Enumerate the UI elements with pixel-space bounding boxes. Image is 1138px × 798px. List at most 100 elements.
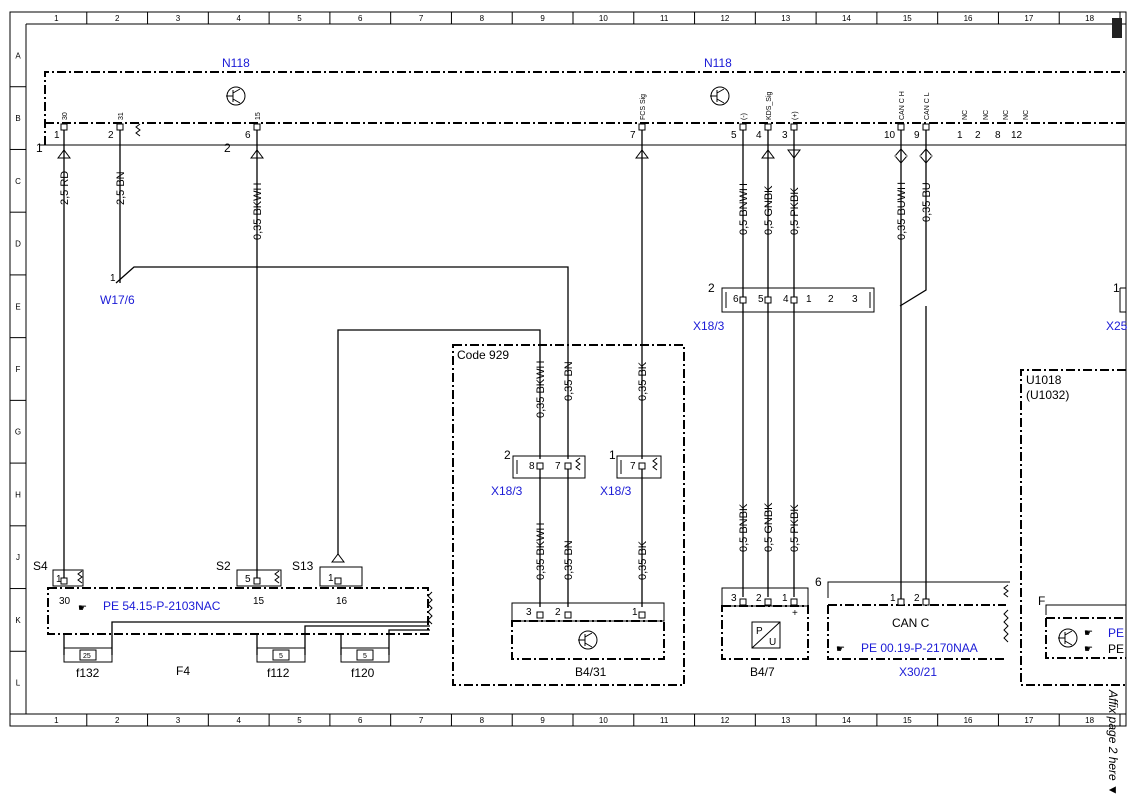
grid-column-label: 15 — [903, 716, 912, 725]
pin-number: 3 — [526, 607, 532, 618]
grid-column-markers: 1122334455667788991010111112121313141415… — [54, 12, 1121, 726]
wire-label: 0,35 BKWH — [252, 182, 264, 240]
resistor-icon — [575, 457, 581, 471]
pin-number: 16 — [336, 596, 348, 607]
pressure-sensor-icon: P U — [751, 621, 781, 649]
pin-number: 5 — [731, 130, 737, 141]
n118-boundary — [44, 71, 1126, 145]
grid-row-label: H — [15, 490, 21, 499]
pin-number: 2 — [756, 593, 762, 604]
grid-column-label: 16 — [964, 14, 973, 23]
pin-number: 8 — [995, 130, 1001, 141]
fuse-icons — [63, 647, 390, 663]
hand-pointer-icon: ☛ — [1084, 628, 1093, 639]
grid-column-label: 11 — [660, 716, 669, 725]
code-929-label: Code 929 — [457, 348, 509, 362]
s2-label: S2 — [216, 559, 231, 573]
pin-name-nc: NC — [1003, 110, 1010, 120]
grid-column-label: 13 — [781, 14, 790, 23]
resistor-icon — [652, 457, 658, 471]
wire-label: 0,5 GNBK — [763, 185, 775, 235]
x30-21-block — [827, 605, 1006, 660]
x18-3-connector — [616, 455, 662, 479]
transistor-icon — [1058, 628, 1078, 648]
f4-fuse-box — [47, 587, 429, 635]
x18-3-label: X18/3 — [491, 484, 523, 498]
connector-number: 6 — [815, 575, 822, 589]
resistor-icon — [77, 570, 83, 584]
x18-3-connector — [512, 455, 586, 479]
pin-name-nc: NC — [962, 110, 969, 120]
pin-number: 1 — [806, 294, 812, 305]
grid-row-label: E — [15, 302, 20, 311]
fuse-rating: 25 — [83, 653, 91, 660]
b4-31-sensor — [511, 620, 665, 660]
b4-7-label: B4/7 — [750, 665, 775, 679]
connector-number: 1 — [1113, 281, 1120, 295]
grid-row-label: K — [15, 616, 21, 625]
grid-column-label: 3 — [176, 14, 181, 23]
grid-row-label: G — [15, 428, 21, 437]
pin-number: 2 — [828, 294, 834, 305]
wire-label: 0,35 BN — [563, 361, 575, 401]
hand-pointer-icon: ☛ — [836, 644, 845, 655]
pin-number: 1 — [54, 130, 60, 141]
pin-number: 7 — [630, 130, 636, 141]
fuse-rating: 5 — [363, 653, 367, 660]
x30-21-label: X30/21 — [899, 665, 937, 679]
pin-name-can-l: CAN C L — [924, 92, 931, 120]
grid-column-label: 12 — [720, 14, 729, 23]
pin-number: 1 — [957, 130, 963, 141]
connector-number: 2 — [224, 141, 231, 155]
wire-label: 0,5 GNBK — [763, 502, 775, 552]
grid-row-label: A — [15, 51, 21, 60]
pe-reference-can[interactable]: PE 00.19-P-2170NAA — [861, 641, 978, 655]
pin-name-plus: (+) — [792, 111, 799, 120]
s13-connector — [319, 566, 363, 587]
pe-reference-f[interactable]: PE — [1108, 642, 1124, 656]
resistor-icon — [274, 570, 280, 584]
plus-sign: + — [792, 608, 798, 619]
pin-number: 4 — [756, 130, 762, 141]
b4-31-label: B4/31 — [575, 665, 607, 679]
pin-number: 1 — [328, 573, 334, 584]
hand-pointer-icon: ☛ — [1084, 644, 1093, 655]
grid-column-label: 2 — [115, 14, 120, 23]
grid-column-label: 14 — [842, 14, 851, 23]
fuse-rating: 5 — [279, 653, 283, 660]
grid-column-label: 6 — [358, 716, 363, 725]
pin-number: 3 — [731, 593, 737, 604]
wires — [63, 130, 927, 655]
u1018-label: U1018 — [1026, 373, 1062, 387]
grid-column-label: 9 — [540, 716, 545, 725]
u1018-block — [1020, 369, 1126, 686]
pin-name-kds: KDS_Sig — [766, 91, 773, 120]
pin-number: 2 — [914, 593, 920, 604]
svg-text:U: U — [769, 637, 776, 648]
grid-column-label: 10 — [599, 716, 608, 725]
pin-number: 8 — [529, 461, 535, 472]
pe-reference-f[interactable]: PE — [1108, 626, 1124, 640]
grid-column-label: 17 — [1024, 14, 1033, 23]
pin-name-31: 31 — [118, 112, 125, 120]
grid-column-label: 6 — [358, 14, 363, 23]
wire-label: 0,35 BN — [563, 540, 575, 580]
grid-column-label: 7 — [419, 716, 424, 725]
pin-number: 4 — [783, 294, 789, 305]
pin-number: 7 — [555, 461, 561, 472]
f112-label: f112 — [267, 666, 290, 680]
can-c-label: CAN C — [892, 616, 930, 630]
f132-label: f132 — [76, 666, 100, 680]
svg-text:P: P — [756, 626, 763, 637]
grid-column-label: 15 — [903, 14, 912, 23]
x18-3-connector — [721, 287, 875, 313]
f120-label: f120 — [351, 666, 375, 680]
pe-reference-f4[interactable]: PE 54.15-P-2103NAC — [103, 599, 221, 613]
grid-row-label: J — [16, 553, 20, 562]
grid-column-label: 7 — [419, 14, 424, 23]
pin-number: 1 — [56, 574, 62, 585]
grid-column-label: 5 — [297, 14, 302, 23]
pin-number: 2 — [975, 130, 981, 141]
